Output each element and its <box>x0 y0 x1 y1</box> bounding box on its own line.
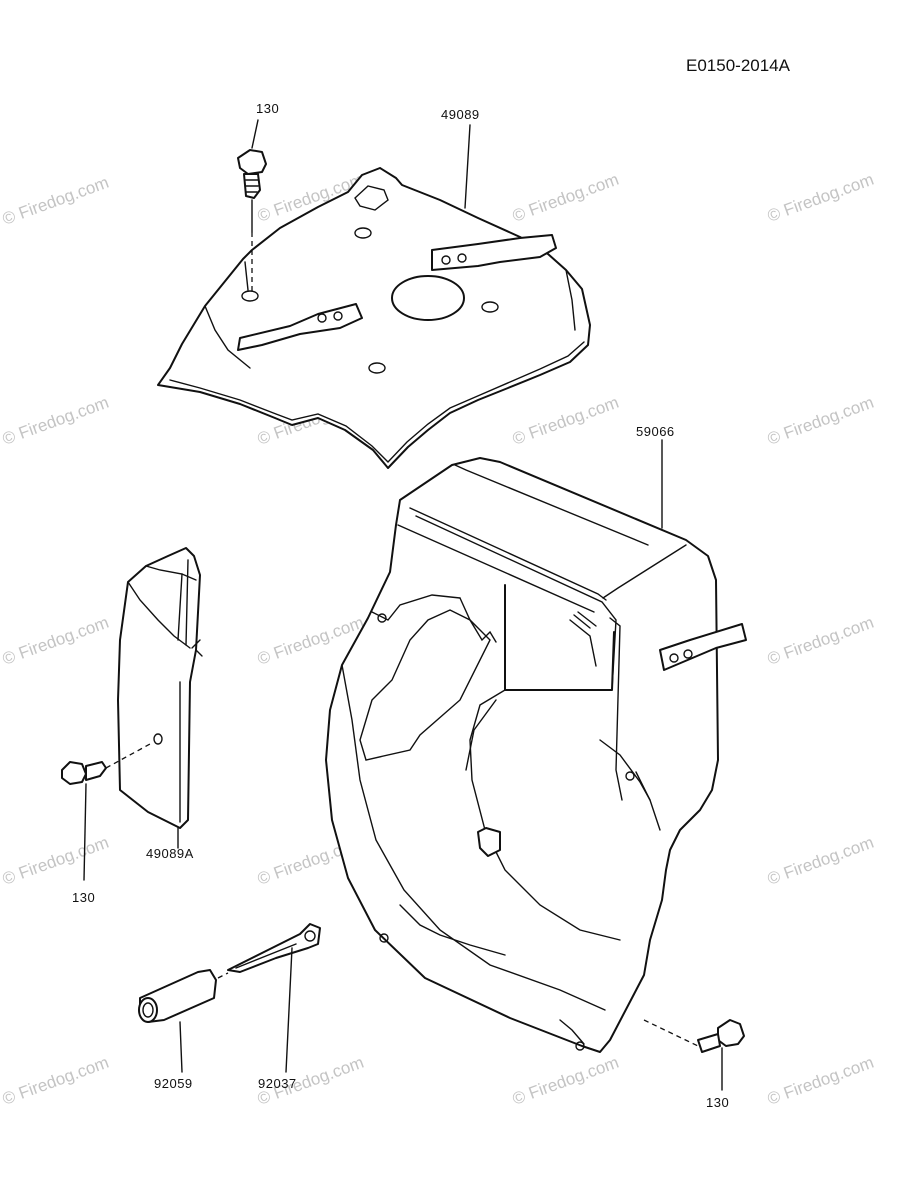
watermark: © Firedog.com <box>0 833 111 889</box>
label-fan-housing: 59066 <box>636 424 675 439</box>
watermark: © Firedog.com <box>0 1053 111 1109</box>
spacer-leader <box>179 1021 183 1073</box>
bolt-bottom-dash <box>643 1019 699 1047</box>
watermark: © Firedog.com <box>765 613 876 669</box>
diagram-code: E0150-2014A <box>686 56 791 75</box>
pin-leader <box>285 947 293 1073</box>
watermark: © Firedog.com <box>510 393 621 449</box>
watermark: © Firedog.com <box>0 173 111 229</box>
baffle-drawing <box>117 547 203 829</box>
bolt-top-label-leader <box>251 119 259 149</box>
fan-housing-drawing <box>325 457 747 1053</box>
label-pin: 92037 <box>258 1076 297 1091</box>
label-bolt-top: 130 <box>256 101 279 116</box>
watermark: © Firedog.com <box>510 170 621 226</box>
watermark: © Firedog.com <box>765 833 876 889</box>
bolt-left-leader <box>83 783 87 881</box>
label-cover-plate: 49089 <box>441 107 480 122</box>
bolt-left-drawing <box>61 761 107 785</box>
spacer-drawing <box>138 969 217 1023</box>
cover-leader <box>464 124 471 209</box>
pin-drawing <box>227 923 321 973</box>
watermark: © Firedog.com <box>0 393 111 449</box>
label-spacer: 92059 <box>154 1076 193 1091</box>
label-baffle: 49089A <box>146 846 194 861</box>
label-bolt-bottom: 130 <box>706 1095 729 1110</box>
label-bolt-left: 130 <box>72 890 95 905</box>
watermark: © Firedog.com <box>0 613 111 669</box>
watermark: © Firedog.com <box>765 1053 876 1109</box>
pin-dash <box>217 972 229 979</box>
bolt-bottom-drawing <box>697 1019 745 1053</box>
bolt-top-drawing <box>237 149 267 199</box>
watermark: © Firedog.com <box>765 170 876 226</box>
watermark: © Firedog.com <box>510 1053 621 1109</box>
cover-plate-drawing <box>157 167 591 469</box>
watermark: © Firedog.com <box>765 393 876 449</box>
